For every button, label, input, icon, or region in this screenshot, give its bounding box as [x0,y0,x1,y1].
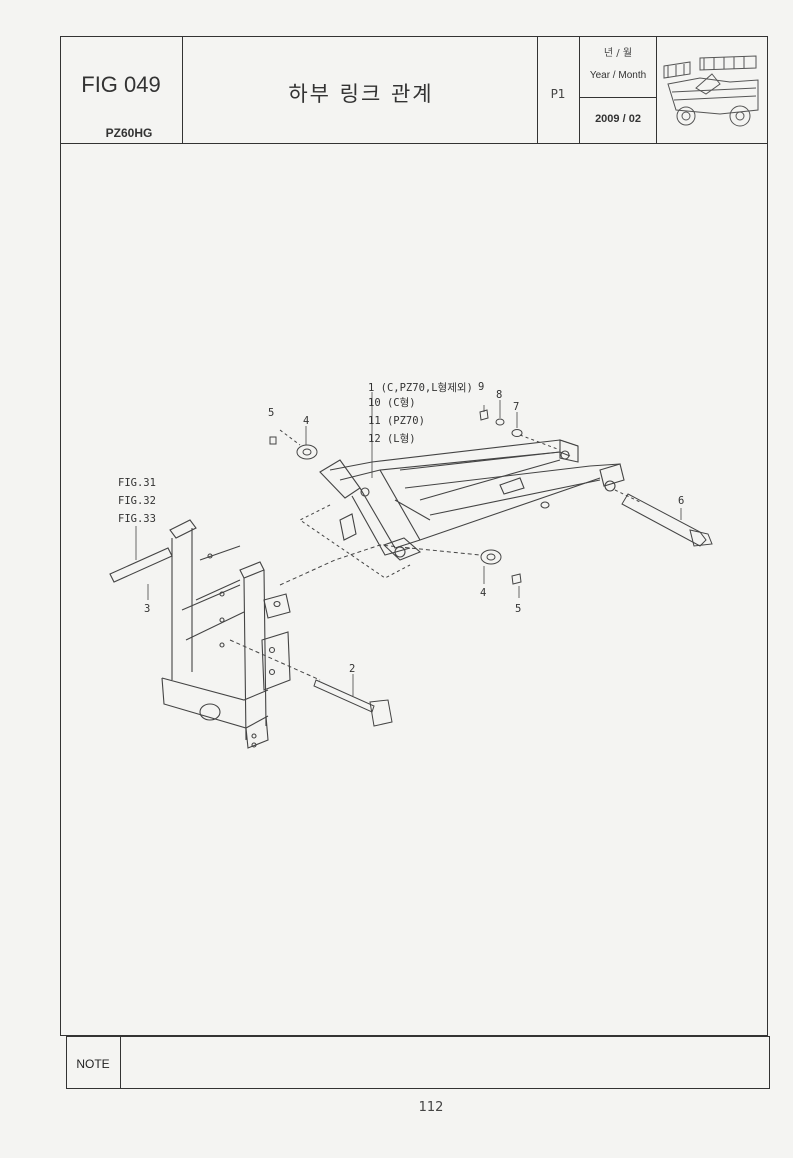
pin-2 [313,679,393,727]
page-title: 하부 링크 관계 [288,82,434,106]
assembly-guide-line [229,639,321,681]
assembly-guide-line [299,504,411,579]
ref-fig-31: FIG.31 [118,477,156,489]
callout-11: 11 (PZ70) [368,415,425,427]
lower-link-frame [319,439,625,561]
year-month-label-ko: 년 / 월 [603,48,633,59]
callout-5-lower: 5 [515,603,521,615]
callout-7: 7 [513,401,519,413]
callout-4-lower: 4 [480,587,486,599]
callout-1: 1 (C,PZ70,L형제외) [368,382,473,394]
hitch-bracket-frame [109,519,291,749]
header-divider [579,36,580,144]
nut-9 [479,409,489,421]
washer-7 [511,429,523,437]
note-frame [66,1036,770,1089]
callout-5-upper: 5 [268,407,274,419]
bolt-upper-left [269,436,277,445]
callout-10: 10 (C형) [368,397,416,409]
model-name: PZ60HG [105,126,153,140]
callout-4-upper: 4 [303,415,309,427]
header-divider [656,36,657,144]
note-label: NOTE [76,1057,110,1071]
bolt-lower-right [511,573,522,585]
header-divider [537,36,538,144]
callout-12: 12 (L형) [368,433,416,445]
year-month-label-en: Year / Month [589,70,647,81]
assembly-guide-line [614,489,641,503]
washer-8 [495,418,505,426]
note-divider [120,1036,121,1089]
callout-6: 6 [678,495,684,507]
figure-number: FIG 049 [81,72,161,97]
ref-fig-33: FIG.33 [118,513,156,525]
rice-transplanter-thumbnail-icon [663,55,759,127]
page-code: P1 [550,87,566,101]
ref-fig-32: FIG.32 [118,495,156,507]
header-divider [182,36,183,144]
assembly-guide-line [279,544,481,586]
bushing-lower-right [480,549,502,565]
callout-3: 3 [144,603,150,615]
callout-9: 9 [478,381,484,393]
callout-8: 8 [496,389,502,401]
header-frame [60,36,768,144]
bushing-upper-left [296,444,318,460]
page-number: 112 [418,1100,444,1115]
callout-2: 2 [349,663,355,675]
pin-6 [621,493,713,547]
header-divider [579,97,656,98]
assembly-guide-line [279,429,301,446]
assembly-guide-line [519,434,561,451]
year-month-value: 2009 / 02 [595,113,641,125]
body-frame [60,144,768,1036]
